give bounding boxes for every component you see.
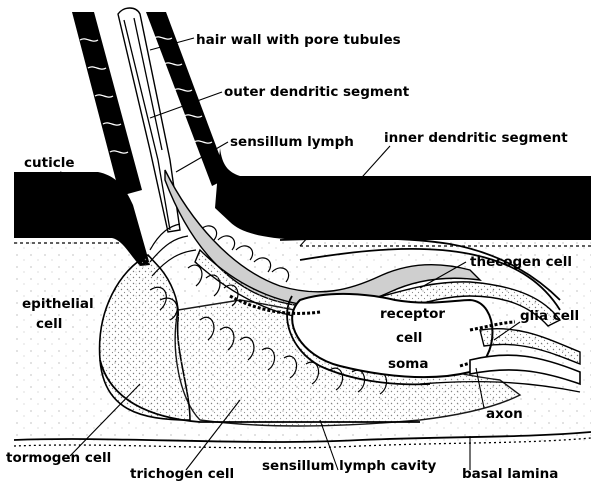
label-hair-wall: hair wall with pore tubules [196,32,401,48]
cuticle-layer-right [215,148,591,240]
label-receptor-2: cell [396,330,422,346]
label-epithelial-1: epithelial [22,296,94,312]
label-basal-lamina: basal lamina [462,466,558,482]
label-receptor-1: receptor [380,306,445,322]
label-inner-dendritic: inner dendritic segment [384,130,568,146]
label-cuticle: cuticle [24,155,74,171]
label-axon: axon [486,406,523,422]
label-outer-dendritic: outer dendritic segment [224,84,410,100]
label-trichogen: trichogen cell [130,466,234,482]
label-sensillum-lymph: sensillum lymph [230,134,354,150]
label-epithelial-2: cell [36,316,62,332]
label-glia: glia cell [520,308,579,324]
label-receptor-3: soma [388,356,429,372]
label-thecogen: thecogen cell [470,254,572,270]
label-lymph-cavity: sensillum lymph cavity [262,458,437,474]
label-tormogen: tormogen cell [6,450,111,466]
